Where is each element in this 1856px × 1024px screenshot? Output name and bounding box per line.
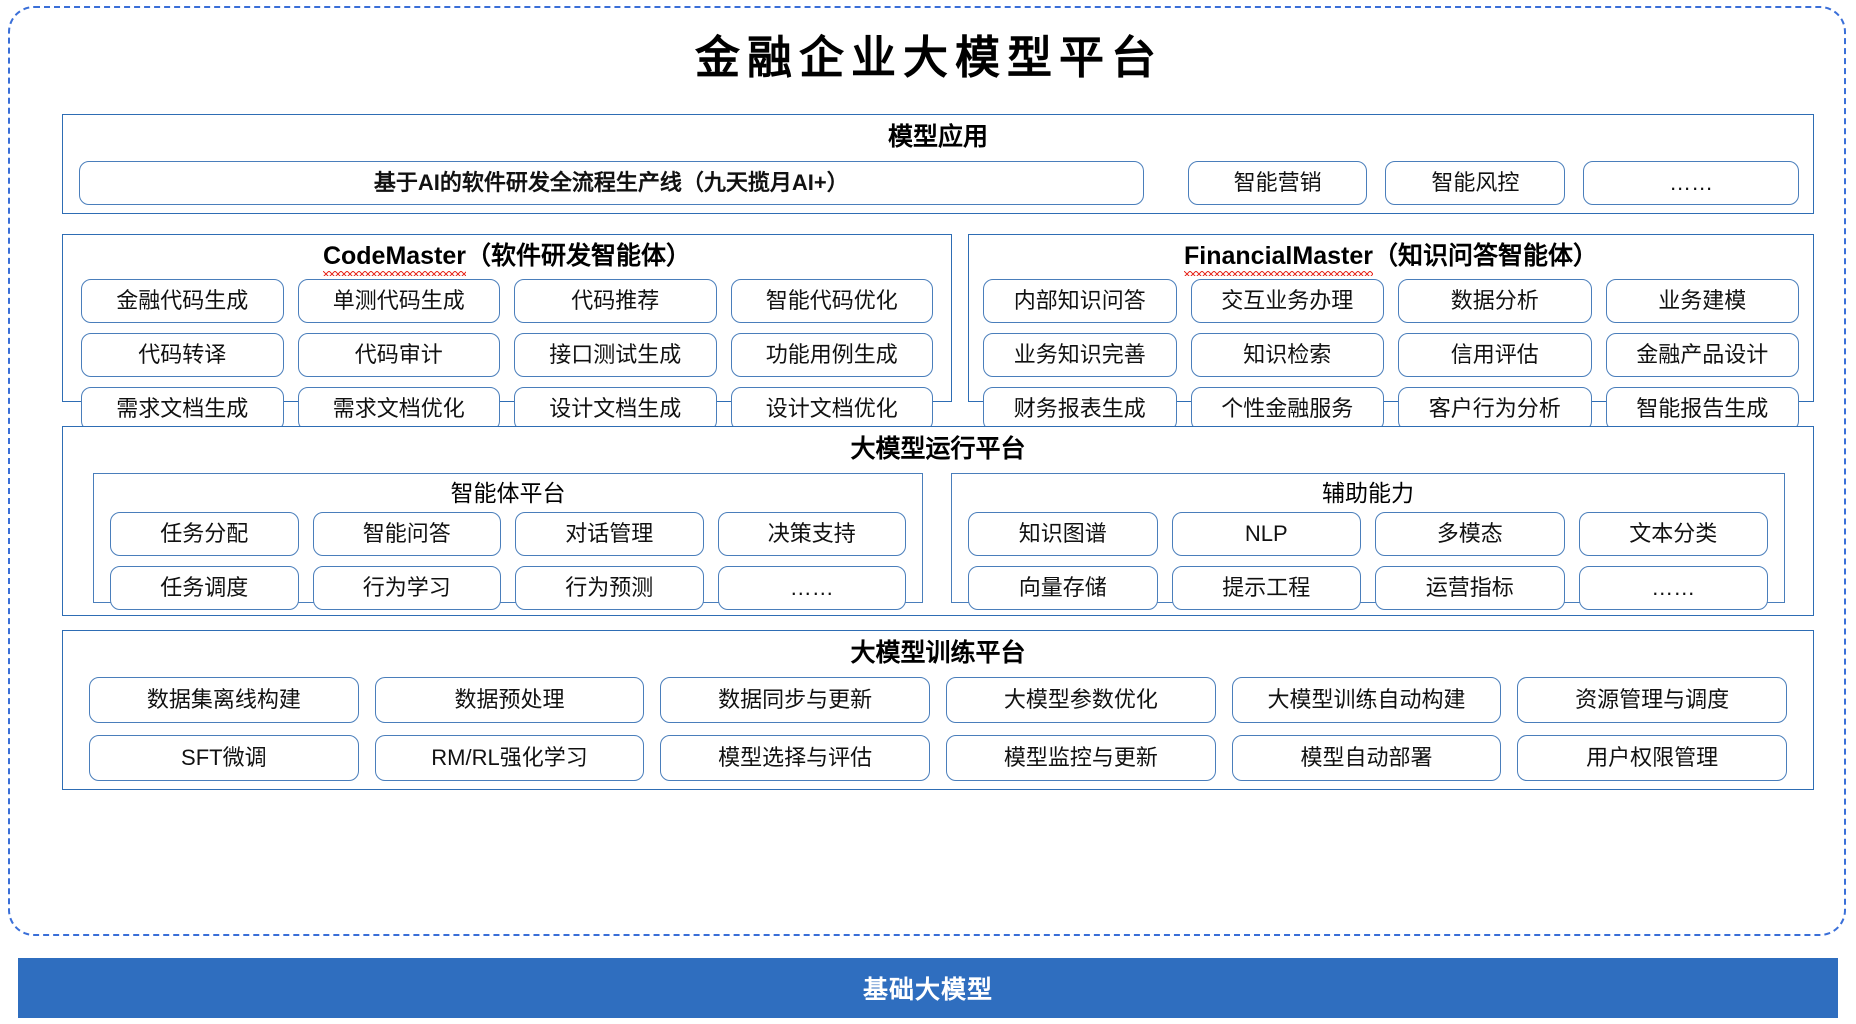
chip-capability[interactable]: 单测代码生成	[297, 279, 500, 323]
chip-capability[interactable]: 知识检索	[1190, 333, 1384, 377]
chip-capability[interactable]: 知识图谱	[968, 512, 1158, 556]
model-application-row: 基于AI的软件研发全流程生产线（九天揽月AI+） 智能营销 智能风控 ……	[79, 161, 1799, 205]
subsection-assist-capability: 辅助能力 知识图谱 NLP 多模态 文本分类 向量存储 提示工程 运营指标 ……	[951, 473, 1785, 610]
chip-capability[interactable]: 内部知识问答	[983, 279, 1177, 323]
chip-capability[interactable]: 金融产品设计	[1605, 333, 1799, 377]
chip-capability[interactable]: 代码推荐	[514, 279, 717, 323]
chip-capability[interactable]: 客户行为分析	[1398, 387, 1592, 431]
chip-capability[interactable]: 数据集离线构建	[89, 677, 359, 723]
chip-smart-risk-control[interactable]: 智能风控	[1385, 161, 1566, 205]
section-title-model-application: 模型应用	[887, 123, 988, 151]
outer-dashed-frame: 金融企业大模型平台 模型应用 基于AI的软件研发全流程生产线（九天揽月AI+） …	[8, 6, 1846, 936]
chip-capability[interactable]: RM/RL强化学习	[374, 735, 645, 781]
chip-capability[interactable]: 接口测试生成	[514, 333, 717, 377]
chip-capability[interactable]: 文本分类	[1578, 512, 1768, 556]
chip-capability[interactable]: 大模型参数优化	[945, 677, 1216, 723]
assist-capability-grid: 知识图谱 NLP 多模态 文本分类 向量存储 提示工程 运营指标 ……	[968, 512, 1768, 610]
chip-smart-marketing[interactable]: 智能营销	[1187, 161, 1368, 205]
subsection-agent-platform: 智能体平台 任务分配 智能问答 对话管理 决策支持 任务调度 行为学习 行为预测…	[93, 473, 923, 610]
section-title-financialmaster: FinancialMaster（知识问答智能体）	[969, 240, 1813, 276]
chip-application-more[interactable]: ……	[1583, 161, 1799, 205]
chip-capability[interactable]: 模型选择与评估	[660, 735, 930, 781]
chip-capability[interactable]: 对话管理	[515, 512, 704, 556]
codemaster-name-spellcheck: CodeMaster	[322, 242, 467, 276]
chip-capability[interactable]: 智能代码优化	[730, 279, 933, 323]
chip-capability[interactable]: 需求文档优化	[297, 387, 500, 431]
chip-capability[interactable]: 数据同步与更新	[660, 677, 930, 723]
chip-capability[interactable]: 运营指标	[1375, 566, 1565, 610]
chip-capability[interactable]: 任务分配	[110, 512, 299, 556]
chip-capability[interactable]: 设计文档优化	[730, 387, 933, 431]
chip-capability[interactable]: 决策支持	[717, 512, 906, 556]
section-financialmaster: FinancialMaster（知识问答智能体） 内部知识问答 交互业务办理 数…	[968, 234, 1814, 431]
section-title-training-platform: 大模型训练平台	[850, 639, 1026, 667]
chip-capability[interactable]: 提示工程	[1171, 566, 1361, 610]
chip-capability[interactable]: 代码审计	[297, 333, 500, 377]
chip-capability[interactable]: 任务调度	[110, 566, 299, 610]
codemaster-subtitle: （软件研发智能体）	[466, 242, 692, 270]
chip-capability[interactable]: 行为预测	[515, 566, 704, 610]
chip-capability[interactable]: 业务建模	[1605, 279, 1799, 323]
training-capability-grid: 数据集离线构建 数据预处理 数据同步与更新 大模型参数优化 大模型训练自动构建 …	[89, 677, 1787, 781]
chip-capability[interactable]: 信用评估	[1398, 333, 1592, 377]
chip-capability[interactable]: 用户权限管理	[1517, 735, 1787, 781]
chip-capability[interactable]: 智能报告生成	[1605, 387, 1799, 431]
page-title: 金融企业大模型平台	[694, 31, 1163, 84]
chip-capability[interactable]: 大模型训练自动构建	[1231, 677, 1502, 723]
financialmaster-name-spellcheck: FinancialMaster	[1184, 242, 1373, 276]
chip-capability[interactable]: 数据分析	[1398, 279, 1592, 323]
chip-capability[interactable]: 交互业务办理	[1190, 279, 1384, 323]
chip-capability[interactable]: 个性金融服务	[1190, 387, 1384, 431]
section-model-application: 模型应用 基于AI的软件研发全流程生产线（九天揽月AI+） 智能营销 智能风控 …	[62, 114, 1814, 214]
financialmaster-capability-grid: 内部知识问答 交互业务办理 数据分析 业务建模 业务知识完善 知识检索 信用评估…	[983, 279, 1799, 431]
chip-capability[interactable]: 财务报表生成	[983, 387, 1177, 431]
chip-capability[interactable]: 数据预处理	[374, 677, 645, 723]
foundation-model-bar: 基础大模型	[18, 958, 1838, 1018]
chip-capability[interactable]: NLP	[1171, 512, 1361, 556]
chip-capability[interactable]: 模型监控与更新	[945, 735, 1216, 781]
subsection-title-agent-platform: 智能体平台	[450, 480, 566, 506]
chip-capability[interactable]: 代码转译	[81, 333, 284, 377]
section-training-platform: 大模型训练平台 数据集离线构建 数据预处理 数据同步与更新 大模型参数优化 大模…	[62, 630, 1814, 790]
financialmaster-subtitle: （知识问答智能体）	[1372, 242, 1598, 270]
chip-capability-more[interactable]: ……	[1578, 566, 1768, 610]
chip-capability[interactable]: 向量存储	[968, 566, 1158, 610]
chip-capability[interactable]: 设计文档生成	[514, 387, 717, 431]
section-runtime-platform: 大模型运行平台 智能体平台 任务分配 智能问答 对话管理 决策支持 任务调度 行…	[62, 426, 1814, 616]
foundation-model-label: 基础大模型	[862, 976, 993, 1004]
section-title-runtime-platform: 大模型运行平台	[850, 435, 1026, 463]
chip-capability[interactable]: 功能用例生成	[730, 333, 933, 377]
chip-capability[interactable]: 智能问答	[312, 512, 501, 556]
chip-capability[interactable]: 行为学习	[312, 566, 501, 610]
chip-capability[interactable]: 多模态	[1375, 512, 1565, 556]
section-codemaster: CodeMaster（软件研发智能体） 金融代码生成 单测代码生成 代码推荐 智…	[62, 234, 952, 431]
subsection-title-assist-capability: 辅助能力	[1322, 480, 1414, 506]
chip-capability-more[interactable]: ……	[717, 566, 906, 610]
chip-capability[interactable]: 资源管理与调度	[1517, 677, 1787, 723]
section-title-codemaster: CodeMaster（软件研发智能体）	[63, 240, 951, 276]
agent-platform-grid: 任务分配 智能问答 对话管理 决策支持 任务调度 行为学习 行为预测 ……	[110, 512, 906, 610]
chip-ai-rd-pipeline[interactable]: 基于AI的软件研发全流程生产线（九天揽月AI+）	[79, 161, 1144, 205]
chip-capability[interactable]: 金融代码生成	[81, 279, 284, 323]
chip-capability[interactable]: 业务知识完善	[983, 333, 1177, 377]
codemaster-capability-grid: 金融代码生成 单测代码生成 代码推荐 智能代码优化 代码转译 代码审计 接口测试…	[81, 279, 933, 431]
chip-capability[interactable]: 模型自动部署	[1231, 735, 1502, 781]
chip-capability[interactable]: SFT微调	[89, 735, 359, 781]
chip-capability[interactable]: 需求文档生成	[81, 387, 284, 431]
